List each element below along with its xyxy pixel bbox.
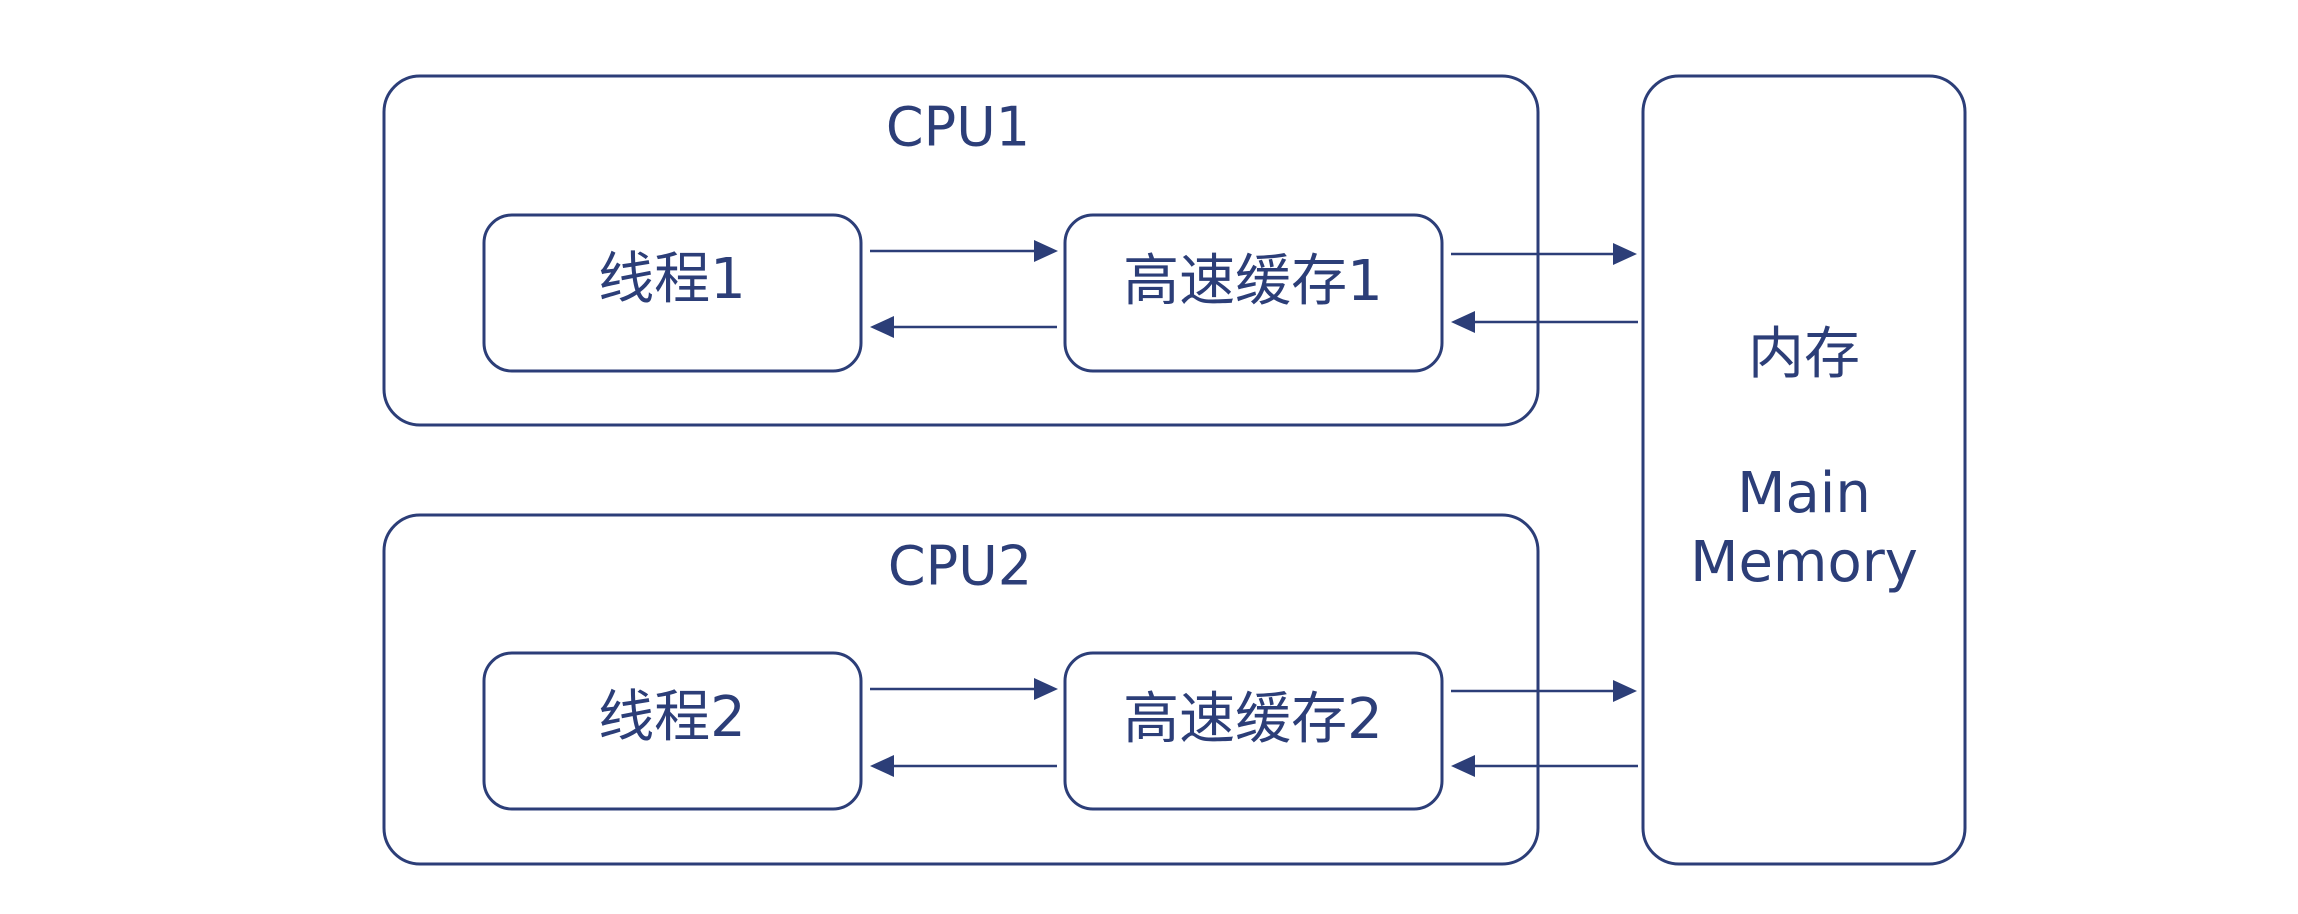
thread1-label: 线程1 — [598, 247, 746, 312]
cpu2-title: CPU2 — [888, 535, 1032, 598]
arrowhead-cache1-to-thread1 — [870, 316, 894, 338]
cpu2-group: CPU2 线程2 高速缓存2 — [382, 513, 1540, 866]
cache1-box — [1063, 213, 1444, 373]
arrowhead-cache2-to-thread2 — [870, 755, 894, 777]
cpu1-group: CPU1 线程1 高速缓存1 — [382, 74, 1540, 427]
cpu1-title: CPU1 — [886, 96, 1030, 159]
memory-label-en-line2: Memory — [1690, 530, 1918, 595]
arrowhead-memory-to-cache2 — [1451, 755, 1475, 777]
arrowhead-thread2-to-cache2 — [1034, 678, 1058, 700]
thread1-box — [482, 213, 863, 373]
cache2-box — [1063, 651, 1444, 811]
arrowhead-cache2-to-memory — [1613, 680, 1637, 702]
arrowhead-cache1-to-memory — [1613, 243, 1637, 265]
cache2-memory-arrows — [1451, 680, 1638, 777]
memory-group: 内存 Main Memory — [1641, 74, 1967, 866]
thread2-box — [482, 651, 863, 811]
cache1-label: 高速缓存1 — [1123, 249, 1383, 314]
cache1-memory-arrows — [1451, 243, 1638, 333]
memory-label-cn: 内存 — [1748, 322, 1860, 387]
arrowhead-memory-to-cache1 — [1451, 311, 1475, 333]
cache2-label: 高速缓存2 — [1123, 687, 1383, 752]
memory-box — [1641, 74, 1967, 866]
memory-label-en-line1: Main — [1737, 461, 1871, 526]
thread2-label: 线程2 — [598, 685, 746, 750]
arrowhead-thread1-to-cache1 — [1034, 240, 1058, 262]
